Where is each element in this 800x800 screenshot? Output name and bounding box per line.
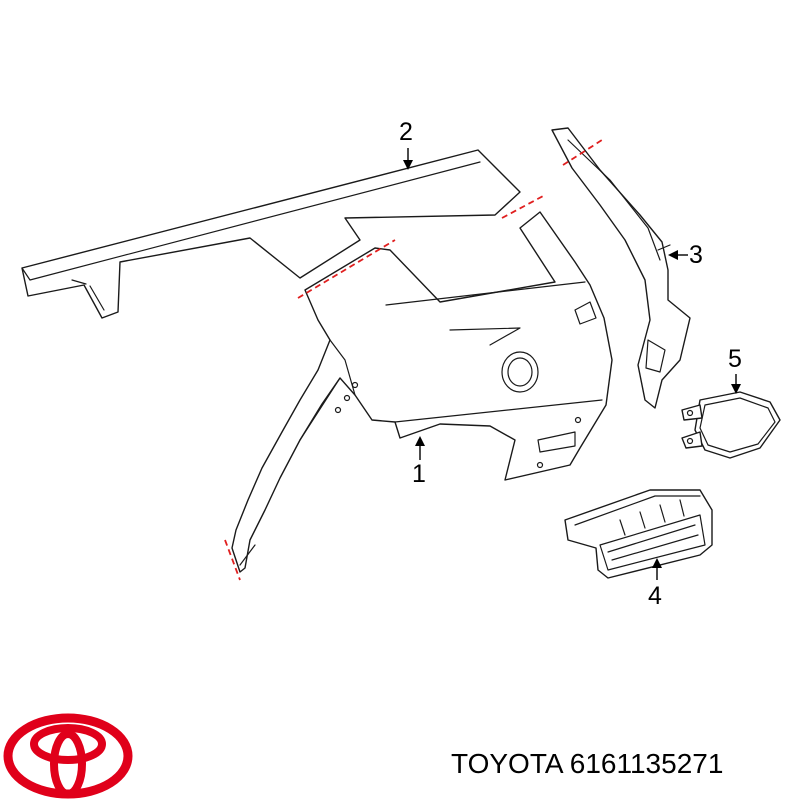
part-4-fuel-inlet-housing <box>564 489 713 579</box>
callout-2: 2 <box>399 118 413 146</box>
callout-5: 5 <box>728 345 742 373</box>
part-5-fuel-filler-lid <box>681 391 781 459</box>
callout-3: 3 <box>689 241 703 269</box>
callout-1: 1 <box>412 460 426 488</box>
toyota-emblem-icon <box>3 713 133 799</box>
part-3-pillar-reinforcement <box>551 127 691 409</box>
part-2-roof-side-rail <box>21 149 521 319</box>
leader-arrows <box>403 148 741 580</box>
callout-4: 4 <box>648 582 662 610</box>
part-1-quarter-panel <box>231 211 613 573</box>
cut-lines <box>224 139 603 581</box>
part-caption: TOYOTA 6161135271 <box>451 748 724 779</box>
